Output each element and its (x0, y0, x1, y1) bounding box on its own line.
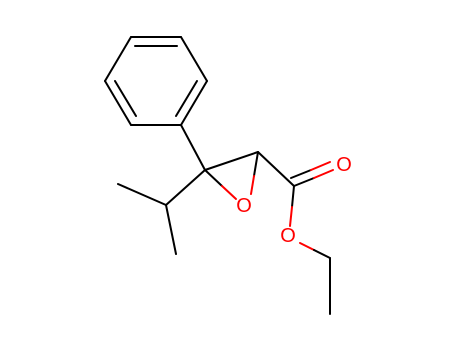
ester-group (257, 151, 334, 315)
c3-to-o-bond-red (221, 185, 237, 200)
ring-inner-double-2 (175, 80, 198, 117)
ester-o-to-ch2-red (299, 242, 315, 251)
c2-to-o-bond-black (253, 151, 259, 177)
carbonyl-double-bond-1-black (293, 177, 315, 187)
c3-to-c2-bond (204, 151, 259, 171)
carbonyl-c-to-ester-o-black (291, 185, 295, 208)
ester-o-to-ch2-black (313, 249, 331, 259)
ch-to-methyl-down-bond (165, 204, 177, 255)
carbonyl-double-bond-2-black (290, 169, 312, 179)
epoxide-oxygen-label: O (236, 195, 252, 217)
ring-bond-2 (180, 36, 208, 82)
c2-to-carbonyl-c-bond (257, 151, 295, 187)
carbonyl-oxygen-label: O (336, 154, 352, 176)
carbonyl-double-bond-1-red (313, 169, 334, 179)
phenyl-ring (104, 36, 208, 126)
carbonyl-double-bond-2-red (310, 161, 331, 171)
phenyl-to-c3-bond (180, 124, 206, 171)
c2-to-o-bond-red (250, 175, 255, 195)
c3-to-o-bond-black (204, 169, 223, 187)
epoxide-ring (204, 151, 259, 200)
ester-oxygen-label: O (280, 225, 296, 247)
ring-bond-5 (104, 80, 132, 126)
isopropyl-group (117, 169, 206, 255)
ch-to-methyl-left-bond (117, 183, 167, 206)
ring-bond-3 (180, 80, 208, 126)
ring-inner-double-3 (114, 80, 137, 117)
carbonyl-c-to-ester-o-red (289, 206, 293, 227)
c3-to-ch-bond (165, 169, 206, 206)
ring-bond-6 (104, 36, 132, 82)
